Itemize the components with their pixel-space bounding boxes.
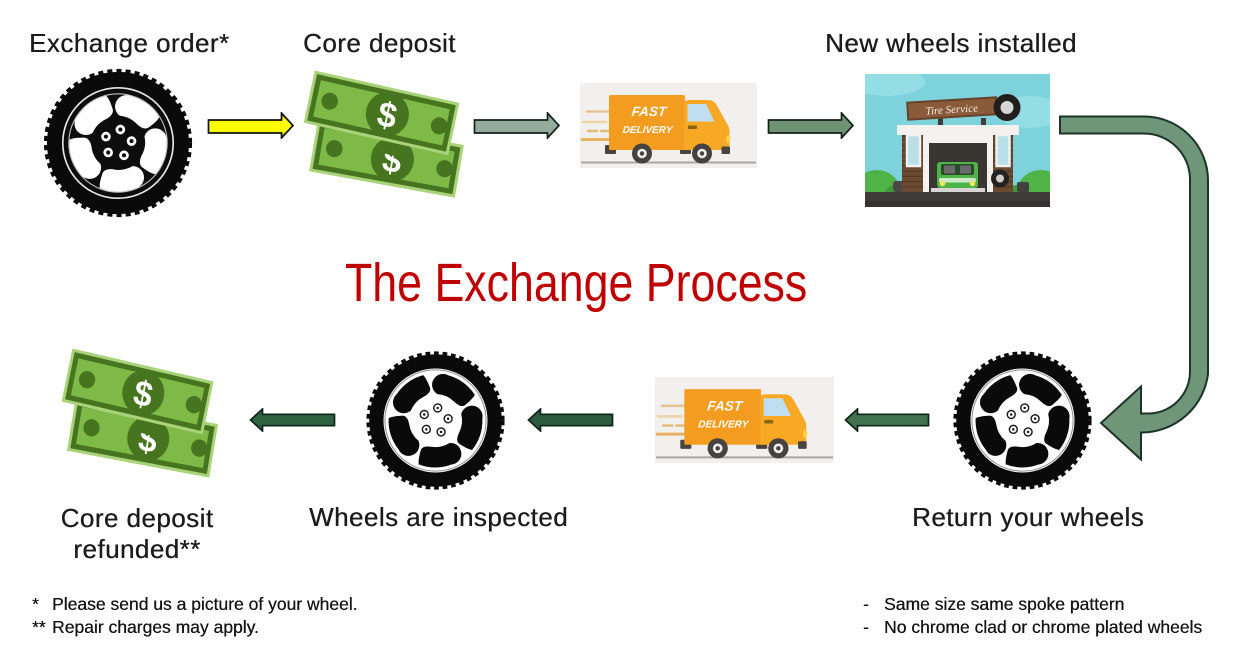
svg-text:DELIVERY: DELIVERY xyxy=(622,125,674,136)
svg-text:Tire Service: Tire Service xyxy=(925,102,978,117)
svg-text:FAST: FAST xyxy=(631,104,669,119)
